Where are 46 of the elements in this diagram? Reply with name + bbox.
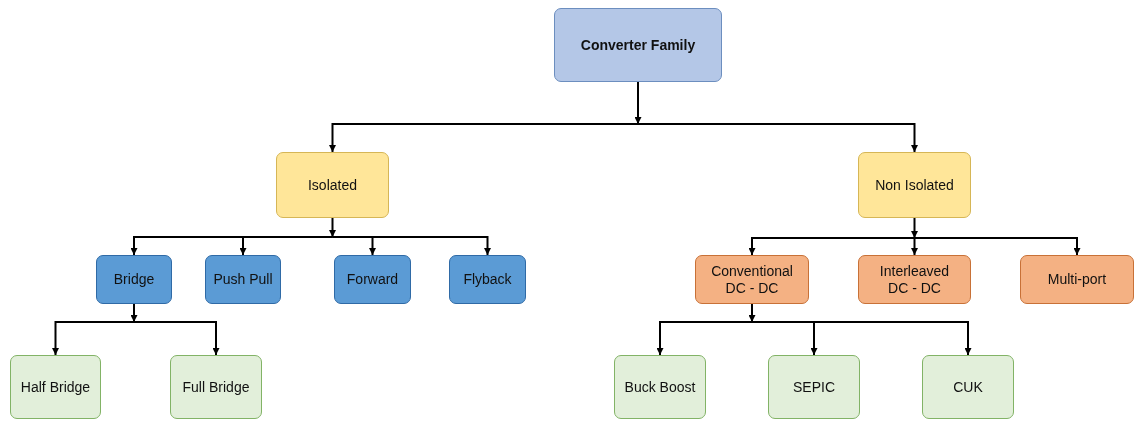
node-box (10, 355, 101, 419)
node-box (170, 355, 262, 419)
node-label: Interleaved DC - DC (878, 262, 951, 297)
connector-trunk (634, 81, 642, 125)
node-label: CUK (953, 378, 983, 396)
node-label: Forward (346, 271, 399, 288)
node-box (334, 255, 411, 304)
node-box (449, 255, 526, 304)
node-box (695, 255, 809, 304)
node-label: Multi-port (1047, 271, 1107, 288)
node-label: Buck Boost (624, 378, 696, 396)
arrow (656, 321, 753, 356)
connector-trunk (130, 303, 138, 323)
node-box (858, 255, 971, 304)
node-label: Conventional DC - DC (710, 262, 794, 297)
node-box (205, 255, 281, 304)
arrow (913, 237, 1081, 256)
node-label: Flyback (463, 271, 512, 288)
node-label: SEPIC (793, 378, 835, 396)
node-label: Isolated (307, 176, 357, 194)
arrow (911, 237, 918, 256)
connector-trunk (911, 217, 918, 239)
arrow (637, 123, 918, 153)
node-box (614, 355, 706, 419)
node-box (276, 152, 389, 218)
node-label: Push Pull (213, 271, 273, 288)
node-box (858, 152, 971, 218)
node-label: Converter Family (580, 36, 696, 54)
arrow (52, 321, 135, 356)
arrow (329, 123, 639, 153)
arrow (239, 236, 334, 256)
arrow (751, 321, 972, 356)
arrow (331, 236, 491, 256)
node-box (768, 355, 860, 419)
node-box (922, 355, 1014, 419)
node-box (96, 255, 172, 304)
node-label: Half Bridge (20, 378, 91, 396)
node-label: Non Isolated (875, 176, 954, 194)
connector-trunk (329, 217, 336, 238)
node-label: Bridge (113, 271, 155, 288)
node-box (554, 8, 722, 82)
arrow (748, 237, 916, 256)
arrow (133, 321, 220, 356)
connector-trunk (748, 303, 756, 323)
node-box (1020, 255, 1134, 304)
node-label: Full Bridge (182, 378, 250, 396)
